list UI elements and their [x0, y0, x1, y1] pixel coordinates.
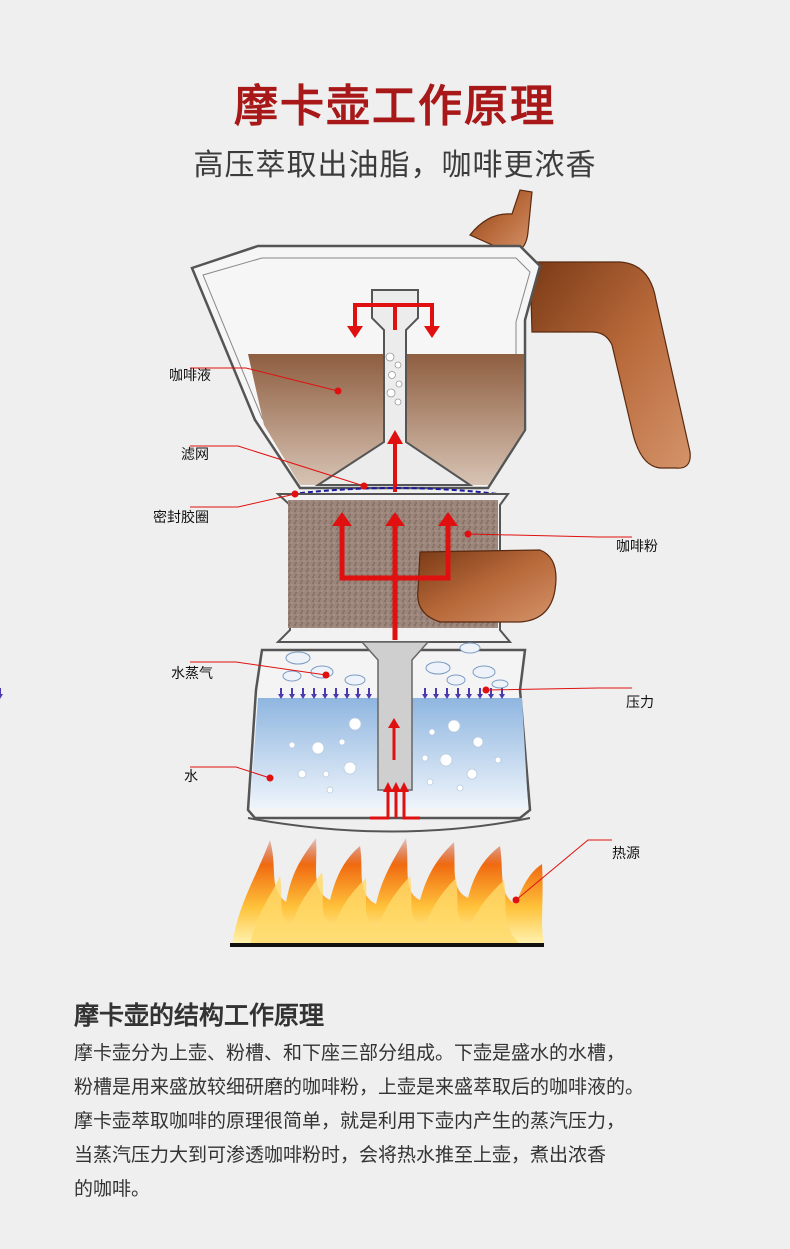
- moka-pot-diagram: 咖啡液 滤网 密封胶圈 咖啡粉 水蒸气 压力 水 热源: [0, 189, 691, 947]
- lid-knob: [469, 189, 533, 253]
- description-line: 当蒸汽压力大到可渗透咖啡粉时，会将热水推至上壶，煮出浓香: [74, 1144, 607, 1166]
- funnel-tube-upper: [314, 289, 474, 486]
- upper-handle: [529, 261, 691, 469]
- label-steam: 水蒸气: [171, 666, 213, 682]
- page-subtitle: 高压萃取出油脂，咖啡更浓香: [193, 148, 597, 183]
- description-line: 摩卡壶萃取咖啡的原理很简单，就是利用下壶内产生的蒸汽压力，: [74, 1110, 626, 1132]
- funnel-tube-lower: [360, 641, 430, 791]
- label-coffee-liquid: 咖啡液: [169, 368, 211, 384]
- description-body: 摩卡壶分为上壶、粉槽、和下座三部分组成。下壶是盛水的水槽， 粉槽是用来盛放较细研…: [74, 1036, 754, 1206]
- label-coffee-powder: 咖啡粉: [616, 539, 658, 555]
- description-line: 粉槽是用来盛放较细研磨的咖啡粉，上壶是来盛萃取后的咖啡液的。: [74, 1076, 645, 1098]
- label-pressure: 压力: [626, 695, 654, 711]
- description-title: 摩卡壶的结构工作原理: [74, 1001, 325, 1030]
- stove-burner: [230, 943, 544, 947]
- red-arrow-icon: [353, 303, 434, 492]
- lower-handle: [417, 549, 557, 623]
- pressure-arrows: [0, 688, 505, 699]
- description-line: 的咖啡。: [74, 1178, 151, 1200]
- label-seal: 密封胶圈: [153, 509, 209, 526]
- filter-screen: [291, 487, 499, 495]
- steam-cloud-icon: [282, 642, 509, 689]
- flame-icon: [232, 838, 544, 944]
- tube-bubbles: [385, 352, 403, 406]
- page-title: 摩卡壶工作原理: [234, 81, 556, 132]
- water-bubbles: [288, 717, 502, 794]
- label-filter: 滤网: [181, 447, 209, 463]
- description-line: 摩卡壶分为上壶、粉槽、和下座三部分组成。下壶是盛水的水槽，: [74, 1042, 626, 1064]
- label-heat: 热源: [612, 846, 640, 862]
- label-water: 水: [184, 769, 198, 785]
